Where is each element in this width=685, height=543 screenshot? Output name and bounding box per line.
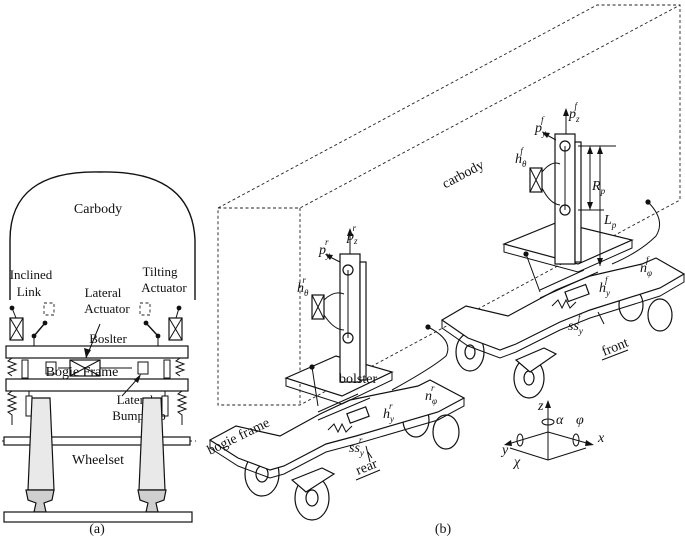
svg-text:hθr: hθr <box>297 275 309 298</box>
tilting-actuator-label-2: Actuator <box>141 280 187 295</box>
axis-chi-label: χ <box>512 455 521 470</box>
axis-phi-label: φ <box>576 413 584 428</box>
primary-springs <box>6 390 188 425</box>
svg-text:hyf: hyf <box>599 275 610 298</box>
svg-text:pzf: pzf <box>568 101 580 124</box>
lateral-actuator-label-1: Lateral <box>85 285 122 300</box>
svg-text:ssyf: ssyf <box>568 313 583 336</box>
carbody-box <box>217 4 681 406</box>
inclined-link-label-2: Link <box>17 284 42 299</box>
carbody-outline <box>9 171 196 300</box>
bolster-label: Boslter <box>89 331 127 346</box>
rear-symbols: pyr pzr hθr hyr nφr ssyr <box>297 223 437 458</box>
inclined-links <box>31 302 161 346</box>
panel-a: Carbody Inclined Link Tilting Actuator L… <box>2 171 196 537</box>
panel-b: carbody <box>205 4 685 537</box>
wheelset-label: Wheelset <box>72 453 124 468</box>
svg-text:ssyr: ssyr <box>349 435 364 458</box>
axis-x-label: x <box>597 431 605 446</box>
svg-text:Rp: Rp <box>591 179 606 196</box>
inclined-link-label-1: Inclined <box>10 267 53 282</box>
carbody-label: Carbody <box>74 202 122 217</box>
svg-text:hyr: hyr <box>383 401 394 424</box>
bolster-beam <box>5 345 189 359</box>
rear-bogie <box>208 253 466 521</box>
svg-text:Lp: Lp <box>603 213 617 230</box>
tilting-actuator-label-1: Tilting <box>143 264 178 279</box>
panel-a-caption: (a) <box>89 522 105 537</box>
svg-text:nφf: nφf <box>640 255 652 278</box>
bogie-frame-label: Bogie Frame <box>46 365 119 380</box>
secondary-springs <box>6 357 186 379</box>
carbody-label-b: carbody <box>440 158 487 192</box>
svg-text:nφr: nφr <box>425 383 437 406</box>
left-tilt-actuator <box>9 305 24 351</box>
front-symbols: pyf pzf hθf Rp Lp hyf nφf ssyf <box>515 101 652 336</box>
bolster-label-b: bolster <box>339 372 377 387</box>
panel-b-caption: (b) <box>435 522 452 537</box>
right-tilt-actuator <box>168 305 183 351</box>
axis-alpha-label: α <box>556 413 564 428</box>
bogie-frame-beam <box>5 378 189 392</box>
coordinate-axes: z α φ x y χ <box>500 399 605 470</box>
axis-z-label: z <box>537 399 544 414</box>
front-bogie <box>440 133 685 399</box>
axis-y-label: y <box>500 443 509 458</box>
wheelset <box>2 397 196 523</box>
front-label: front <box>600 336 631 360</box>
lateral-actuator-label-2: Actuator <box>84 301 130 316</box>
svg-text:hθf: hθf <box>515 146 527 169</box>
lateral-actuator <box>58 323 132 377</box>
